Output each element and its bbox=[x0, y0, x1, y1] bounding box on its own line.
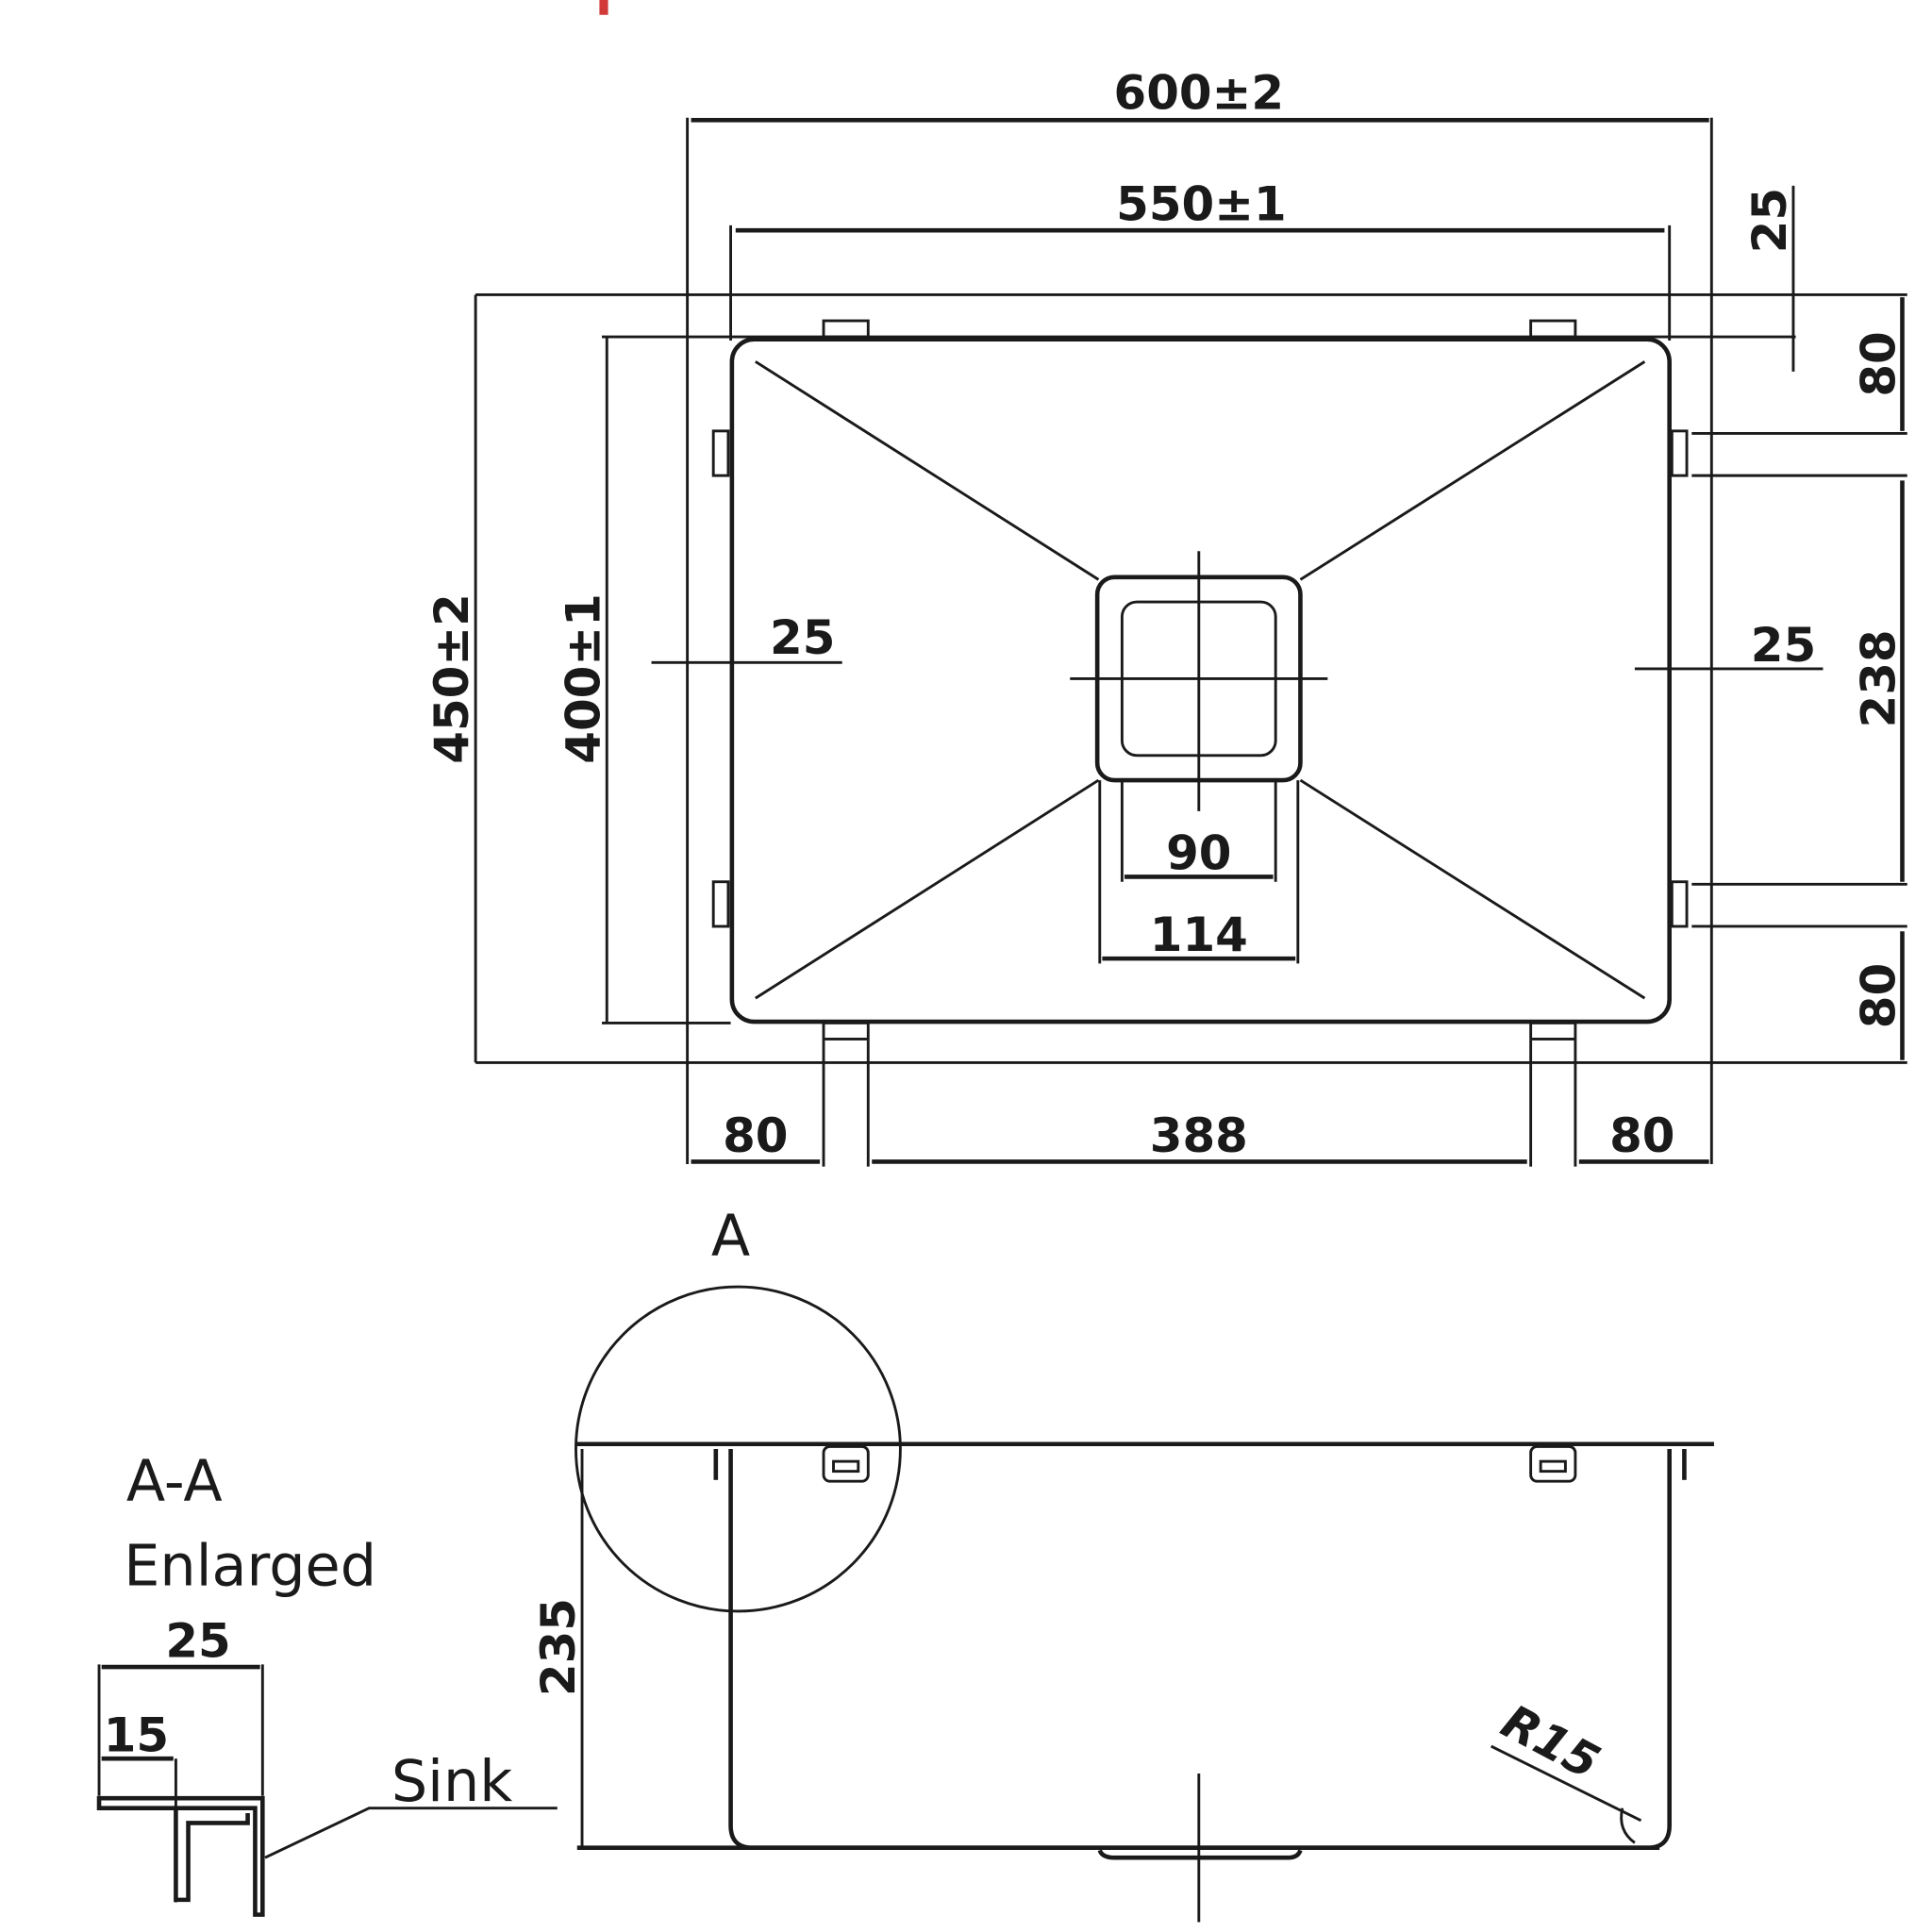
dim-bowl-width: 550±1 bbox=[1116, 177, 1287, 232]
detail-marker-label: A bbox=[711, 1204, 750, 1270]
dim-side-right: 25 bbox=[1751, 618, 1816, 673]
dim-flange-top: 25 bbox=[1742, 188, 1797, 253]
red-mark bbox=[599, 0, 608, 15]
dim-overall-depth: 450±2 bbox=[425, 593, 479, 764]
elevation-view bbox=[575, 1285, 1714, 1923]
sink-label: Sink bbox=[391, 1749, 512, 1815]
dim-clip-offset-right: 80 bbox=[1609, 1108, 1674, 1163]
section-dim-25: 25 bbox=[165, 1614, 230, 1669]
plan-view bbox=[474, 117, 1907, 1167]
dim-clip-offset-bottom: 80 bbox=[1852, 963, 1907, 1028]
dim-clip-offset-top: 80 bbox=[1852, 331, 1907, 396]
section-dim-15: 15 bbox=[104, 1707, 169, 1762]
section-subtitle: Enlarged bbox=[124, 1533, 376, 1599]
dim-drain-inner: 90 bbox=[1166, 826, 1231, 881]
section-title: A-A bbox=[126, 1449, 223, 1515]
dim-drain-outer: 114 bbox=[1150, 908, 1248, 962]
dim-bowl-depth: 400±1 bbox=[556, 593, 610, 764]
detail-circle bbox=[575, 1285, 902, 1613]
dim-clip-spacing-side: 238 bbox=[1852, 629, 1907, 727]
dim-side-left: 25 bbox=[770, 610, 835, 665]
dim-bowl-height: 235 bbox=[531, 1598, 586, 1696]
dim-clip-spacing-bottom: 388 bbox=[1150, 1108, 1248, 1163]
dim-overall-width: 600±2 bbox=[1114, 66, 1285, 121]
section-profile bbox=[96, 1664, 558, 1917]
dim-clip-offset-left: 80 bbox=[723, 1108, 788, 1163]
